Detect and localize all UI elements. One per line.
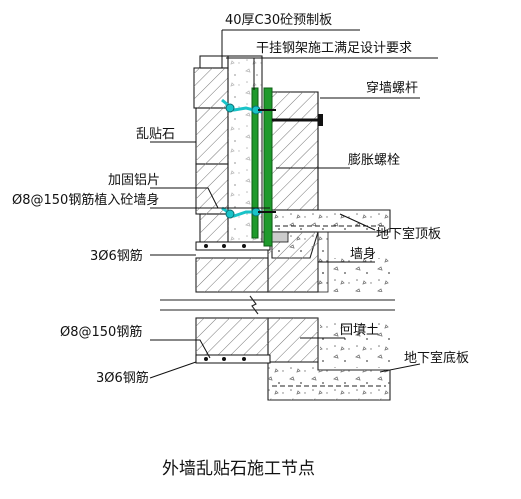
bracket-upper: [221, 98, 263, 115]
steel-frame: [251, 87, 273, 247]
leader-lines: [149, 29, 438, 379]
label-steel-frame: 干挂钢架施工满足设计要求: [256, 41, 412, 56]
through-bolt: [272, 114, 323, 126]
label-rebar-planted: Ø8@150钢筋植入砼墙身: [12, 192, 159, 208]
label-random-stone: 乱贴石: [136, 127, 175, 142]
label-expansion-bolt: 膨胀螺栓: [348, 153, 400, 168]
label-basement-roof: 地下室顶板: [376, 226, 441, 242]
label-through-bolt: 穿墙螺杆: [366, 80, 418, 96]
expansion-bolts: [258, 109, 276, 213]
stone-veneer: [193, 55, 229, 243]
label-rebar-3d6-top: 3Ø6钢筋: [90, 248, 143, 264]
label-alu-clip: 加固铝片: [108, 173, 160, 188]
label-basement-floor: 地下室底板: [404, 350, 469, 366]
backfill-region: [320, 258, 390, 368]
label-wall-body: 墙身: [350, 246, 376, 262]
label-precast-slab: 40厚C30砼预制板: [225, 13, 332, 28]
rebar-bottom: [195, 354, 271, 364]
concrete-wall-upper: [267, 91, 319, 211]
label-rebar-3d6-bottom: 3Ø6钢筋: [96, 370, 149, 386]
label-rebar-8-150: Ø8@150钢筋: [60, 324, 142, 340]
section-break: [160, 295, 395, 315]
label-backfill: 回填土: [340, 323, 379, 338]
wall-body: [267, 231, 329, 363]
bracket-lower: [221, 206, 262, 219]
diagram-title: 外墙乱贴石施工节点: [162, 459, 315, 479]
